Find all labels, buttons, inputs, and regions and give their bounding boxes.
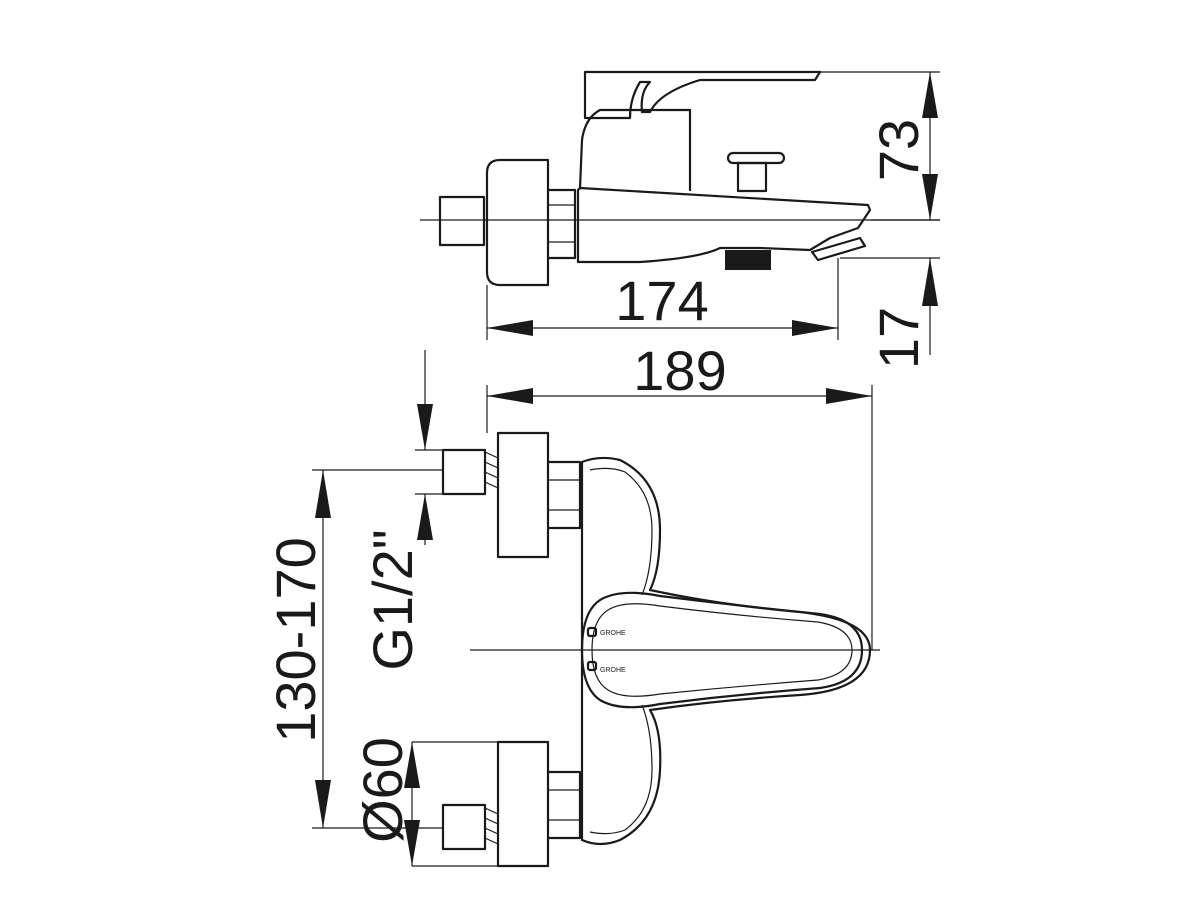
top-body <box>580 456 872 846</box>
side-rosette <box>485 158 550 287</box>
top-lever <box>580 591 864 709</box>
dim-174: 174 <box>615 269 708 332</box>
brand-mark-upper: GROHE <box>600 630 626 637</box>
dim-d60: Ø60 <box>351 737 414 843</box>
side-view: 73 17 174 <box>420 70 940 369</box>
side-cartridge <box>578 108 692 192</box>
side-body <box>576 186 872 264</box>
brand-mark-lower: GROHE <box>600 667 626 674</box>
side-diverter-cap <box>726 151 786 165</box>
dim-130-170: 130-170 <box>264 537 327 743</box>
top-view: GROHE GROHE 189 G1/2" 130-170 Ø60 <box>264 339 880 868</box>
dim-189: 189 <box>633 339 726 402</box>
top-nut-lower <box>546 770 582 840</box>
side-nut <box>546 188 577 260</box>
side-nipple <box>438 195 486 247</box>
dim-g12: G1/2" <box>361 529 424 670</box>
side-lever <box>583 70 822 120</box>
dim-17: 17 <box>867 307 930 369</box>
top-nipple-upper <box>441 448 487 496</box>
side-diverter-stem <box>736 161 768 193</box>
top-rosette-lower <box>496 740 550 868</box>
top-rosette-upper <box>496 431 550 559</box>
top-nipple-lower <box>441 803 487 851</box>
dim-73: 73 <box>867 119 930 181</box>
top-nut-upper <box>546 460 582 530</box>
side-outlet <box>810 236 867 262</box>
side-aerator <box>725 250 771 270</box>
